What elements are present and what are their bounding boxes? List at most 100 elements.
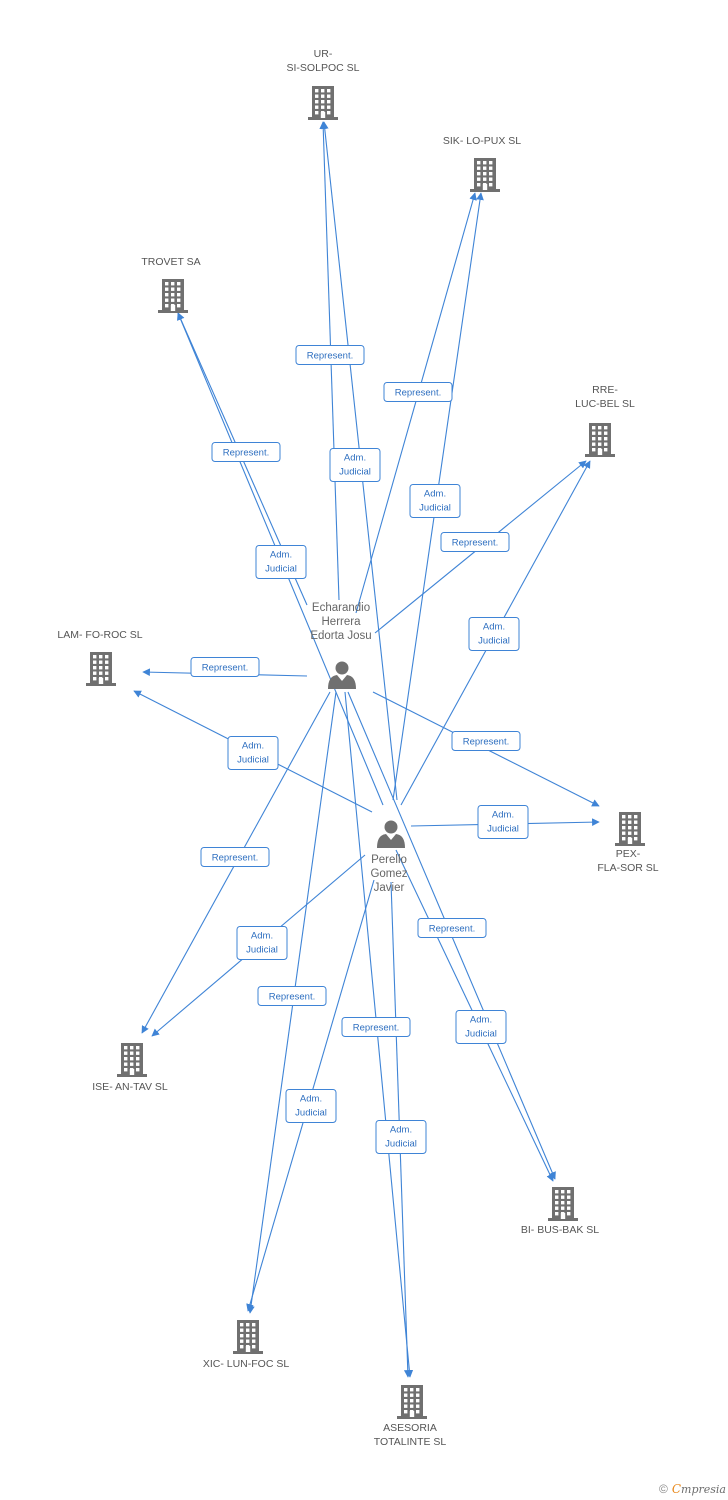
edge-label-text: Adm. xyxy=(242,741,264,752)
edge-label-p1-c9[interactable]: Represent. xyxy=(257,986,327,1006)
edge-label-p1-c6[interactable]: Represent. xyxy=(451,731,521,751)
edge-label-text: Adm. xyxy=(470,1015,492,1026)
edge-label-text: Represent. xyxy=(212,853,258,864)
node-label-line: ASESORIA xyxy=(383,1422,437,1434)
edge-label-p1-c4[interactable]: Represent. xyxy=(440,532,510,552)
node-label-line: SI-SOLPOC SL xyxy=(287,62,360,74)
brand-initial: C xyxy=(671,1482,682,1496)
edge-label-p2-c8[interactable]: Adm.Judicial xyxy=(455,1010,507,1044)
edge-label-p2-c3[interactable]: Adm. Judicial xyxy=(255,545,307,579)
edge-label-text: Adm. xyxy=(390,1125,412,1136)
company-node-c6[interactable]: PEX-FLA-SOR SL xyxy=(597,812,659,874)
edge-label-p2-c9[interactable]: Adm. Judicial xyxy=(285,1089,337,1123)
edge-label-p2-c5[interactable]: Adm. Judicial xyxy=(227,736,279,770)
nodes-layer: UR- SI-SOLPOC SL SIK- LO-PUX SL TROVET SA RR… xyxy=(57,48,658,1448)
node-label-line: Javier xyxy=(374,882,405,894)
edge-label-text: Adm. xyxy=(251,931,273,942)
edge-label-p2-c2[interactable]: Adm.Judicial xyxy=(409,484,461,518)
edge-label-box xyxy=(383,382,453,402)
company-node-c9[interactable]: XIC- LUN-FOC SL xyxy=(203,1320,290,1370)
company-node-c8[interactable]: BI- BUS-BAK SL xyxy=(521,1187,599,1236)
edge-label-text: Judicial xyxy=(237,755,269,766)
edge-label-text: Represent. xyxy=(269,992,315,1003)
edge-label-box xyxy=(190,657,260,677)
node-label-line: TOTALINTE SL xyxy=(374,1436,447,1448)
edge-label-box xyxy=(236,926,288,960)
edge-label-p1-c7[interactable]: Represent. xyxy=(200,847,270,867)
company-node-c7[interactable]: ISE- AN-TAV SL xyxy=(92,1043,168,1093)
copyright-symbol: © xyxy=(659,1482,668,1496)
building-icon xyxy=(308,86,338,120)
person-icon xyxy=(328,661,356,689)
edge-label-text: Represent. xyxy=(307,351,353,362)
company-node-c1[interactable]: UR- SI-SOLPOC SL xyxy=(287,48,360,120)
edge-label-p2-c4[interactable]: Adm. Judicial xyxy=(468,617,520,651)
edge-label-box xyxy=(468,617,520,651)
edge-label-text: Adm. xyxy=(300,1094,322,1105)
brand-name: mpresia xyxy=(681,1483,726,1496)
edge-label-p2-c6[interactable]: Adm.Judicial xyxy=(477,805,529,839)
company-node-c4[interactable]: RRE-LUC-BEL SL xyxy=(575,384,635,457)
building-icon xyxy=(86,652,116,686)
edge-label-box xyxy=(255,545,307,579)
company-node-c5[interactable]: LAM- FO-ROC SL xyxy=(57,629,143,686)
company-node-c2[interactable]: SIK- LO-PUX SL xyxy=(443,135,521,192)
edge-label-text: Represent. xyxy=(463,737,509,748)
edge-label-p2-c1[interactable]: Adm.Judicial xyxy=(329,448,381,482)
edge-label-box xyxy=(295,345,365,365)
edge-label-p1-c1[interactable]: Represent. xyxy=(295,345,365,365)
edge-label-box xyxy=(440,532,510,552)
edge-label-box xyxy=(341,1017,411,1037)
edge-label-text: Judicial xyxy=(487,824,519,835)
node-label-line: TROVET SA xyxy=(141,256,200,268)
edge-label-box xyxy=(451,731,521,751)
footer-branding: ©Cmpresia xyxy=(659,1482,726,1496)
node-label-line: BI- BUS-BAK SL xyxy=(521,1224,599,1236)
edge-label-text: Judicial xyxy=(295,1108,327,1119)
company-node-c10[interactable]: ASESORIA TOTALINTE SL xyxy=(374,1385,447,1448)
edge-label-text: Judicial xyxy=(478,636,510,647)
edge-label-box xyxy=(211,442,281,462)
edge-label-text: Adm. xyxy=(483,622,505,633)
edge-label-p1-c3[interactable]: Represent. xyxy=(211,442,281,462)
edge-label-text: Represent. xyxy=(429,924,475,935)
building-icon xyxy=(117,1043,147,1077)
edge-line-p1-c2 xyxy=(355,192,477,614)
company-node-c3[interactable]: TROVET SA xyxy=(141,256,201,313)
building-icon xyxy=(470,158,500,192)
edge-label-p2-c10[interactable]: Represent. xyxy=(341,1017,411,1037)
node-label-line: PEX- xyxy=(616,848,641,860)
node-label-line: LAM- FO-ROC SL xyxy=(57,629,142,641)
node-label-line: XIC- LUN-FOC SL xyxy=(203,1358,290,1370)
node-label-line: ISE- AN-TAV SL xyxy=(92,1081,168,1093)
person-icon xyxy=(377,820,405,848)
node-label-line: Gomez xyxy=(370,868,407,880)
node-label-line: LUC-BEL SL xyxy=(575,398,635,410)
edge-label-p1-c10[interactable]: Adm. Judicial xyxy=(375,1120,427,1154)
edge-label-box xyxy=(455,1010,507,1044)
edge-label-text: Judicial xyxy=(265,564,297,575)
edge-label-box xyxy=(409,484,461,518)
edge-label-text: Adm. xyxy=(424,489,446,500)
edge-label-p1-c2[interactable]: Represent. xyxy=(383,382,453,402)
edge-label-text: Represent. xyxy=(223,448,269,459)
edge-label-p1-c8[interactable]: Represent. xyxy=(417,918,487,938)
edge-labels-layer: Represent.Adm.JudicialRepresent.Adm.Judi… xyxy=(190,345,529,1154)
edge-label-text: Adm. xyxy=(344,453,366,464)
building-icon xyxy=(233,1320,263,1354)
building-icon xyxy=(615,812,645,846)
edge-label-text: Judicial xyxy=(246,945,278,956)
edge-label-text: Represent. xyxy=(202,663,248,674)
edge-label-p2-c7[interactable]: Adm. Judicial xyxy=(236,926,288,960)
edge-label-text: Adm. xyxy=(270,550,292,561)
building-icon xyxy=(158,279,188,313)
edge-label-p1-c5[interactable]: Represent. xyxy=(190,657,260,677)
edge-label-text: Judicial xyxy=(385,1139,417,1150)
building-icon xyxy=(585,423,615,457)
node-label-line: SIK- LO-PUX SL xyxy=(443,135,521,147)
node-label-line: UR- xyxy=(314,48,333,60)
edge-label-text: Represent. xyxy=(395,388,441,399)
edge-label-box xyxy=(477,805,529,839)
